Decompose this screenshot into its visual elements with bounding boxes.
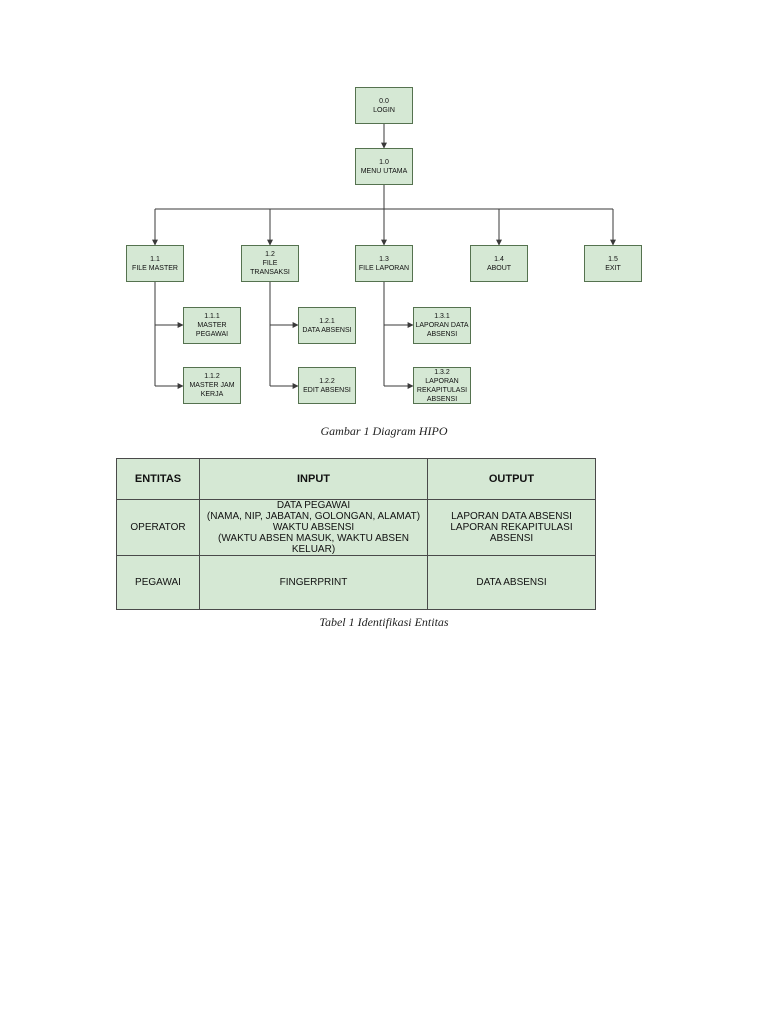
box-master-pegawai-num: 1.1.1 [204, 313, 220, 320]
box-laporan-rekapitulasi-label-3: ABSENSI [426, 395, 458, 403]
box-laporan-data-absensi-label-2: ABSENSI [426, 331, 458, 338]
cell-input: FINGERPRINT [199, 555, 428, 610]
input-line: (WAKTU ABSEN MASUK, WAKTU ABSEN KELUAR) [218, 533, 409, 555]
box-about: 1.4 ABOUT [470, 245, 528, 282]
input-line: WAKTU ABSENSI [272, 522, 355, 533]
header-entitas: ENTITAS [116, 458, 200, 500]
entity-table: ENTITAS INPUT OUTPUT OPERATOR DATA PEGAW… [116, 458, 596, 610]
output-line: LAPORAN REKAPITULASI ABSENSI [450, 522, 573, 544]
box-file-transaksi-num: 1.2 [265, 251, 275, 258]
box-file-laporan-label: FILE LAPORAN [358, 264, 410, 272]
box-file-master-num: 1.1 [150, 255, 160, 263]
box-file-master-label: FILE MASTER [132, 264, 178, 272]
box-master-jam-kerja: 1.1.2 MASTER JAM KERJA [183, 367, 241, 404]
box-file-transaksi: 1.2 FILE TRANSAKSI [241, 245, 299, 282]
box-master-jam-kerja-num: 1.1.2 [204, 373, 220, 380]
box-login-label: LOGIN [373, 106, 395, 114]
box-data-absensi: 1.2.1 DATA ABSENSI [298, 307, 356, 344]
header-output: OUTPUT [427, 458, 596, 500]
box-file-transaksi-label: FILE TRANSAKSI [250, 260, 290, 276]
box-data-absensi-label: DATA ABSENSI [302, 326, 352, 334]
hipo-connectors [152, 124, 616, 389]
box-file-master: 1.1 FILE MASTER [126, 245, 184, 282]
output-line: LAPORAN DATA ABSENSI [451, 511, 572, 522]
box-laporan-data-absensi-num: 1.3.1 [434, 313, 450, 320]
box-laporan-data-absensi: 1.3.1 LAPORAN DATA ABSENSI [413, 307, 471, 344]
box-data-absensi-num: 1.2.1 [319, 317, 335, 325]
cell-entitas: OPERATOR [116, 499, 200, 556]
box-master-pegawai-label: MASTER PEGAWAI [195, 322, 229, 338]
table-row: OPERATOR DATA PEGAWAI (NAMA, NIP, JABATA… [116, 499, 596, 556]
cell-output: DATA ABSENSI [427, 555, 596, 610]
box-file-laporan-num: 1.3 [379, 255, 389, 263]
cell-output: LAPORAN DATA ABSENSI LAPORAN REKAPITULAS… [427, 499, 596, 556]
table-header-row: ENTITAS INPUT OUTPUT [116, 458, 596, 500]
header-input: INPUT [199, 458, 428, 500]
box-login: 0.0 LOGIN [355, 87, 413, 124]
table-row: PEGAWAI FINGERPRINT DATA ABSENSI [116, 555, 596, 610]
diagram-caption: Gambar 1 Diagram HIPO [320, 424, 448, 438]
box-exit-num: 1.5 [608, 255, 618, 263]
box-laporan-rekapitulasi-label-2: REKAPITULASI [416, 386, 468, 394]
box-menu-utama-label: MENU UTAMA [360, 167, 408, 175]
box-login-num: 0.0 [379, 97, 389, 105]
box-exit-label: EXIT [605, 264, 621, 272]
box-edit-absensi: 1.2.2 EDIT ABSENSI [298, 367, 356, 404]
box-edit-absensi-label: EDIT ABSENSI [303, 386, 351, 394]
table-caption: Tabel 1 Identifikasi Entitas [319, 615, 449, 629]
box-laporan-rekapitulasi-label-1: LAPORAN [425, 377, 459, 385]
box-menu-utama-num: 1.0 [379, 158, 389, 166]
cell-entitas: PEGAWAI [116, 555, 200, 610]
box-laporan-data-absensi-label-1: LAPORAN DATA [415, 322, 469, 329]
box-master-jam-kerja-label-1: MASTER JAM [189, 382, 235, 389]
input-line: (NAMA, NIP, JABATAN, GOLONGAN, ALAMAT) [206, 511, 421, 522]
box-exit: 1.5 EXIT [584, 245, 642, 282]
box-laporan-rekapitulasi-num: 1.3.2 [434, 368, 450, 376]
box-about-num: 1.4 [494, 255, 504, 263]
input-line: DATA PEGAWAI [276, 500, 351, 511]
box-master-pegawai: 1.1.1 MASTER PEGAWAI [183, 307, 241, 344]
cell-input: DATA PEGAWAI (NAMA, NIP, JABATAN, GOLONG… [199, 499, 428, 556]
box-menu-utama: 1.0 MENU UTAMA [355, 148, 413, 185]
box-file-laporan: 1.3 FILE LAPORAN [355, 245, 413, 282]
box-edit-absensi-num: 1.2.2 [319, 377, 335, 385]
box-laporan-rekapitulasi: 1.3.2 LAPORAN REKAPITULASI ABSENSI [413, 367, 471, 404]
box-about-label: ABOUT [486, 264, 512, 272]
box-master-jam-kerja-label-2: KERJA [200, 391, 224, 398]
